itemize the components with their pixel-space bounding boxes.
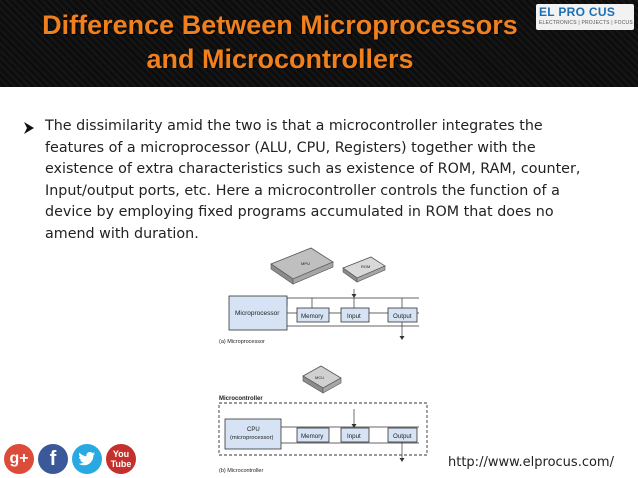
output-box bbox=[387, 427, 418, 443]
microprocessor-label: Microprocessor bbox=[235, 310, 280, 317]
body-line: The dissimilarity amid the two is that a… bbox=[45, 118, 543, 134]
input-label: Input bbox=[347, 313, 361, 320]
twitter-bird-icon bbox=[78, 452, 95, 466]
chip-label: ROM bbox=[361, 264, 370, 269]
body-paragraph: The dissimilarity amid the two is that a… bbox=[45, 116, 625, 246]
memory-label: Memory bbox=[301, 433, 324, 440]
bullet-arrow-icon bbox=[24, 122, 34, 134]
microprocessor-box bbox=[228, 295, 288, 331]
facebook-icon[interactable]: f bbox=[38, 444, 68, 474]
mpu-chip-icon: MPU bbox=[270, 247, 334, 285]
cpu-label: CPU bbox=[247, 427, 260, 433]
slide-title: Difference Between Microprocessors and M… bbox=[0, 8, 560, 76]
chip-label: MPU bbox=[301, 261, 310, 266]
output-label: Output bbox=[393, 433, 412, 440]
input-label: Input bbox=[347, 433, 361, 440]
cpu-box bbox=[224, 418, 282, 450]
body-line: amend with duration. bbox=[45, 225, 199, 242]
website-url[interactable]: http://www.elprocus.com/ bbox=[448, 455, 614, 470]
title-banner: Difference Between Microprocessors and M… bbox=[0, 0, 638, 87]
diagram-svg: MPU ROM Microprocessor Memory Input Outp… bbox=[218, 247, 428, 474]
body-line: device by employing fixed programs accum… bbox=[45, 204, 554, 221]
comparison-diagram: MPU ROM Microprocessor Memory Input Outp… bbox=[213, 246, 438, 478]
title-line-1: Difference Between Microprocessors bbox=[42, 10, 518, 40]
google-plus-glyph: g+ bbox=[9, 450, 29, 467]
twitter-icon[interactable] bbox=[72, 444, 102, 474]
memory-box bbox=[296, 427, 330, 443]
body-line: existence of extra characteristics such … bbox=[45, 161, 581, 178]
caption-a: (a) Microprocessor bbox=[219, 339, 265, 345]
output-box bbox=[387, 307, 418, 323]
memory-box bbox=[296, 307, 330, 323]
mcu-chip-icon: MCU bbox=[302, 365, 342, 394]
cpu-sublabel: (microprocessor) bbox=[230, 435, 274, 441]
body-line: Input/output ports, etc. Here a microcon… bbox=[45, 182, 560, 199]
logo-tagline: ELECTRONICS | PROJECTS | FOCUS bbox=[539, 20, 633, 26]
title-line-2: and Microcontrollers bbox=[146, 44, 414, 74]
input-box bbox=[340, 427, 370, 443]
memory-label: Memory bbox=[301, 313, 324, 320]
youtube-text-tube: Tube bbox=[110, 459, 132, 469]
logo-text: EL PRO CUS bbox=[539, 5, 616, 19]
youtube-icon[interactable]: You Tube bbox=[106, 444, 136, 474]
microcontroller-title: Microcontroller bbox=[219, 396, 263, 402]
google-plus-icon[interactable]: g+ bbox=[4, 444, 34, 474]
body-line: features of a microprocessor (ALU, CPU, … bbox=[45, 139, 536, 156]
input-box bbox=[340, 307, 370, 323]
chip-label: MCU bbox=[315, 375, 324, 380]
output-label: Output bbox=[393, 313, 412, 320]
rom-chip-icon: ROM bbox=[342, 256, 386, 283]
caption-b: (b) Microcontroller bbox=[219, 468, 263, 474]
facebook-glyph: f bbox=[49, 447, 57, 470]
youtube-text-you: You bbox=[112, 449, 130, 459]
elprocus-logo[interactable]: EL PRO CUS ELECTRONICS | PROJECTS | FOCU… bbox=[536, 4, 634, 30]
